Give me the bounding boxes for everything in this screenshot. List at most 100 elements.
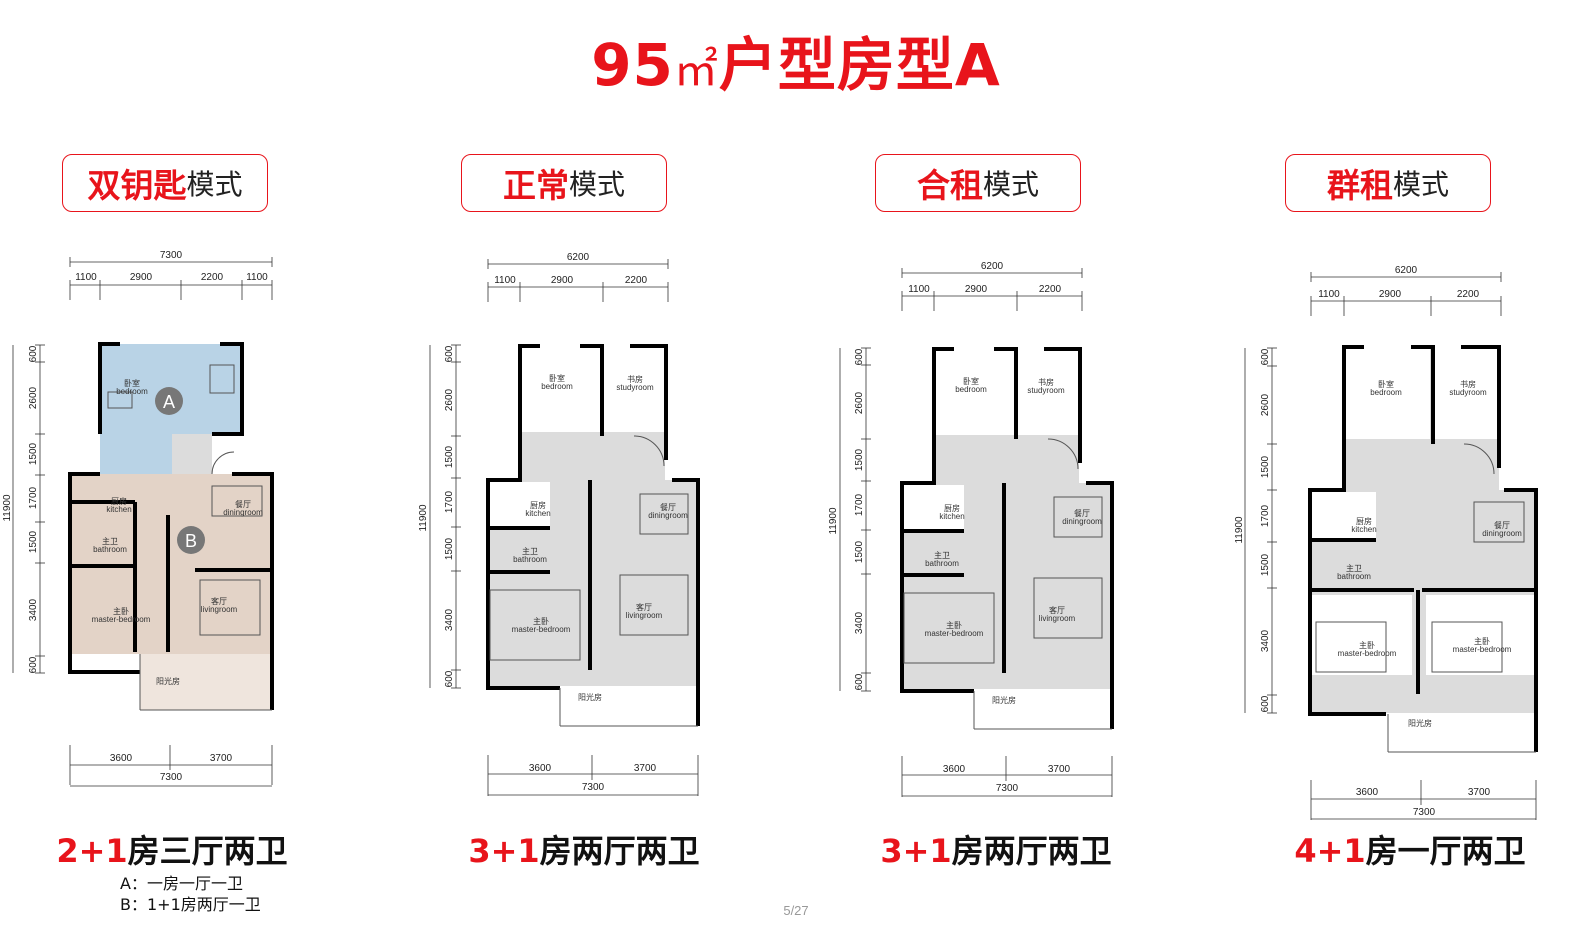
room-type-number: 3+1: [880, 832, 952, 870]
room-label-en: master-bedroom: [925, 629, 984, 638]
room-fill: [1018, 349, 1078, 435]
room-label-en: kitchen: [106, 505, 131, 514]
dim-bottom-seg: 3700: [1048, 764, 1071, 775]
dim-top-seg: 1100: [494, 275, 516, 286]
dim-side-total: 11900: [828, 507, 839, 535]
room-label-cn: 厨房: [530, 500, 546, 510]
room-type-text: 房两厅两卫: [539, 832, 700, 870]
room-label-en: studyroom: [616, 383, 654, 392]
dim-side-seg: 600: [28, 656, 39, 673]
room-label-cn: 主卧: [946, 620, 962, 630]
room-label-cn: 餐厅: [1494, 521, 1510, 530]
room-label-en: kitchen: [939, 512, 964, 521]
room-type-text: 房两厅两卫: [951, 832, 1112, 870]
room-label-cn: 主卫: [934, 550, 950, 560]
room-label-en: bedroom: [1370, 388, 1402, 397]
dim-top-seg: 2900: [551, 275, 574, 286]
room-label-cn: 书房: [1038, 377, 1054, 387]
room-label-cn: 卧室: [1378, 379, 1394, 389]
dim-bottom-total: 7300: [582, 782, 605, 793]
dim-top-seg: 2900: [965, 284, 988, 295]
title-text: 户型房型A: [718, 31, 1001, 99]
dim-side-seg: 1500: [444, 537, 455, 560]
room-label-en: bathroom: [513, 555, 547, 564]
room-type-number: 3+1: [468, 832, 540, 870]
room-label-cn: 餐厅: [660, 503, 676, 512]
room-label-cn: 主卫: [522, 546, 538, 556]
room-label-cn: 卧室: [549, 373, 565, 383]
room-label-cn: 客厅: [211, 596, 227, 606]
room-label-en: master-bedroom: [92, 615, 151, 624]
room-label-en: studyroom: [1027, 386, 1065, 395]
room-label-cn: 阳光房: [156, 676, 180, 686]
mode-badge-shared-rent: 合租模式: [875, 154, 1081, 212]
mode-suffix: 模式: [982, 168, 1039, 201]
room-label-en: diningroom: [1062, 517, 1102, 526]
walls: [486, 344, 700, 726]
dim-bottom-seg: 3700: [1468, 787, 1491, 798]
page-indicator: 5/27: [783, 903, 809, 918]
room-type-caption: 2+1房三厅两卫: [22, 826, 322, 872]
room-label-cn: 主卧: [1474, 636, 1490, 646]
dim-bottom-seg: 3600: [110, 753, 133, 764]
room-label-cn: 餐厅: [1074, 509, 1090, 518]
dim-bottom-total: 7300: [160, 772, 183, 783]
dim-side-seg: 1700: [1260, 504, 1271, 527]
dim-side-seg: 2600: [1260, 393, 1271, 416]
mode-name: 双钥匙: [87, 166, 187, 205]
room-fill: [904, 485, 964, 529]
room-fill: [1426, 595, 1534, 675]
room-label-cn: 厨房: [111, 496, 127, 506]
room-label-cn: 阳光房: [578, 692, 602, 702]
corridor-fill: [172, 434, 212, 474]
room-label-en: diningroom: [648, 511, 688, 520]
mode-suffix: 模式: [568, 168, 625, 201]
dim-side-seg: 600: [444, 670, 455, 687]
room-label-cn: 餐厅: [235, 500, 251, 509]
dim-top-seg: 2200: [1457, 289, 1480, 300]
title-unit: ㎡: [673, 45, 719, 96]
dim-side-total: 11900: [418, 504, 429, 532]
room-fill: [1434, 347, 1498, 439]
dim-side-seg: 1700: [444, 490, 455, 513]
dim-side-seg: 600: [854, 673, 865, 690]
dim-bottom-total: 7300: [1413, 807, 1436, 818]
room-label-cn: 主卫: [102, 536, 118, 546]
room-label-en: bathroom: [1337, 572, 1371, 581]
room-fill: [490, 482, 550, 526]
zone-marker-a: [155, 387, 183, 415]
room-label-cn: 卧室: [963, 376, 979, 386]
dim-side-seg: 3400: [854, 611, 865, 634]
dim-side-seg: 2600: [854, 391, 865, 414]
walls: [68, 342, 274, 710]
dim-bottom-total: 7300: [996, 783, 1019, 794]
dim-top-total: 7300: [160, 250, 183, 261]
dim-side-seg: 600: [28, 345, 39, 362]
mode-badge-normal: 正常模式: [461, 154, 667, 212]
dim-top-total: 6200: [981, 261, 1004, 272]
room-label-cn: 客厅: [636, 602, 652, 612]
room-fill: [1344, 347, 1430, 439]
title-number: 95: [591, 31, 674, 99]
room-type-caption: 3+1房两厅两卫: [434, 826, 734, 872]
room-label-cn: 主卧: [533, 616, 549, 626]
room-label-cn: 厨房: [1356, 516, 1372, 526]
room-label-en: bathroom: [93, 545, 127, 554]
room-label-en: bedroom: [541, 382, 573, 391]
room-label-cn: 阳光房: [1408, 718, 1432, 728]
dim-bottom-seg: 3700: [210, 753, 233, 764]
dim-side-seg: 1500: [1260, 455, 1271, 478]
dim-side-seg: 3400: [1260, 629, 1271, 652]
dim-side-seg: 3400: [28, 598, 39, 621]
room-label-cn: 主卧: [1359, 640, 1375, 650]
room-label-en: master-bedroom: [1453, 645, 1512, 654]
dim-side-total: 11900: [1234, 516, 1245, 544]
dim-side-seg: 1500: [854, 448, 865, 471]
dim-side-seg: 1500: [444, 445, 455, 468]
zone-marker-b-label: B: [185, 531, 197, 551]
dim-top-seg: 1100: [246, 272, 268, 283]
floor-plan-double-key: 7300 1100 2900 2200 1100 11900 600 2600 …: [0, 240, 300, 790]
dim-side-seg: 1500: [854, 540, 865, 563]
room-label-en: studyroom: [1449, 388, 1487, 397]
dim-top-seg: 2200: [625, 275, 648, 286]
